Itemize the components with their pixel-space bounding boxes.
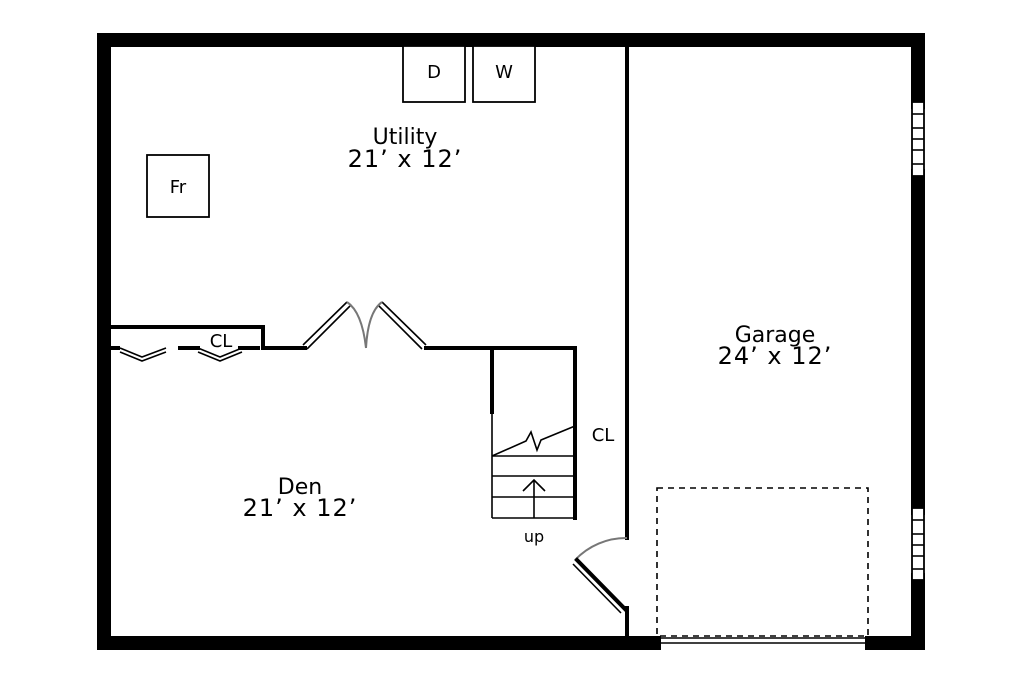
furnace-label: Fr <box>170 177 187 198</box>
closet-label-left: CL <box>210 331 233 352</box>
utility-room-name: Utility <box>373 125 438 150</box>
east-window-lower <box>911 507 925 581</box>
dryer-label: D <box>427 62 441 83</box>
washer-label: W <box>495 62 513 83</box>
utility-den-wall <box>108 325 577 350</box>
stair-direction-label: up <box>524 527 544 546</box>
washer: W <box>472 45 536 103</box>
garage-car-outline <box>656 487 869 637</box>
garage-door-opening <box>654 637 872 644</box>
dryer: D <box>402 45 466 103</box>
furnace: Fr <box>146 154 210 218</box>
garage-room-size: 24’ x 12’ <box>718 342 833 370</box>
east-window-upper <box>911 101 925 177</box>
stairway <box>490 346 577 520</box>
den-room-name: Den <box>278 475 322 500</box>
stair-arrow-head <box>522 478 546 492</box>
exterior-walls <box>97 33 925 650</box>
den-room-size: 21’ x 12’ <box>243 494 358 522</box>
utility-double-doors <box>302 301 427 350</box>
stair-break-line <box>491 425 576 457</box>
garage-room-name: Garage <box>735 323 816 348</box>
closet-bifold-doors <box>108 346 260 362</box>
garage-entry-door <box>572 536 628 614</box>
closet-label-stair: CL <box>592 425 615 446</box>
utility-room-size: 21’ x 12’ <box>348 145 463 173</box>
